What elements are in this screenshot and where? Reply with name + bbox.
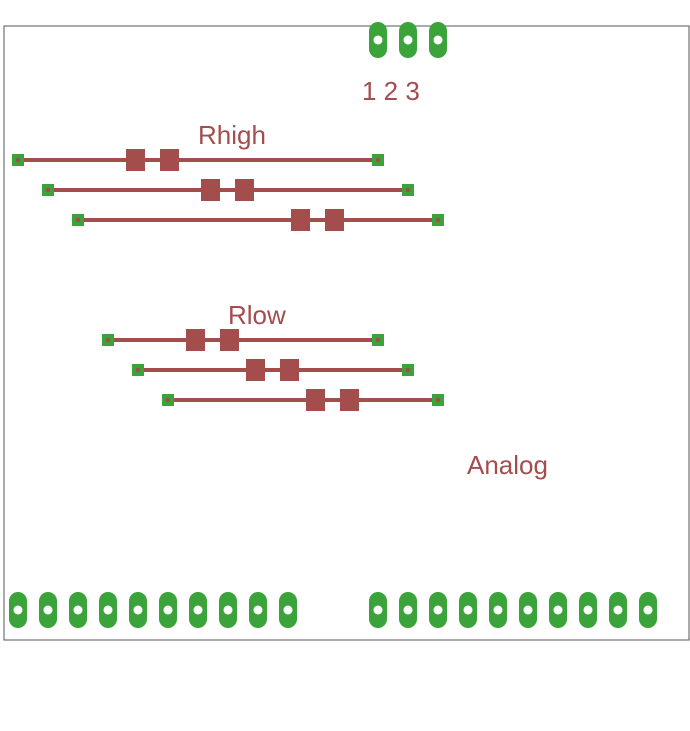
rlow-resistor-3	[168, 389, 438, 411]
bottom-right-pin-4-drill	[463, 605, 473, 615]
bottom-right-pin-3	[429, 592, 447, 628]
bottom-left-pin-5-drill	[133, 605, 143, 615]
rhigh-resistor-1-end-right	[372, 154, 384, 166]
rhigh-resistor-3-end-left-drill	[75, 217, 81, 223]
header-pin-1	[369, 22, 387, 58]
rlow-resistor-2-end-right	[402, 364, 414, 376]
header-pin-numbers: 1 2 3	[362, 76, 420, 106]
header-pin-3	[429, 22, 447, 58]
bottom-left-pin-8	[219, 592, 237, 628]
bottom-right-pin-10	[639, 592, 657, 628]
bottom-right-pin-2-drill	[403, 605, 413, 615]
bottom-left-pin-6-drill	[163, 605, 173, 615]
bottom-right-pin-8	[579, 592, 597, 628]
bottom-left-pin-10	[279, 592, 297, 628]
bottom-left-pin-7	[189, 592, 207, 628]
rhigh-resistor-3-end-left	[72, 214, 84, 226]
bottom-right-pin-9-drill	[613, 605, 623, 615]
header-pin-1-drill	[373, 35, 383, 45]
bottom-right-pin-4	[459, 592, 477, 628]
bottom-right-pin-1	[369, 592, 387, 628]
bottom-right-pin-8-drill	[583, 605, 593, 615]
bottom-left-pin-4-drill	[103, 605, 113, 615]
rlow-resistor-2-end-left-drill	[135, 367, 141, 373]
bottom-left-pin-2-drill	[43, 605, 53, 615]
rlow-resistor-1-smd-pad-left	[186, 329, 205, 351]
rhigh-resistor-3-smd-pad-left	[291, 209, 310, 231]
rhigh-resistor-1-end-left-drill	[15, 157, 21, 163]
rlow-resistor-3-smd-pad-right	[340, 389, 359, 411]
rhigh-resistor-3-end-right	[432, 214, 444, 226]
rhigh-resistor-2-end-right-drill	[405, 187, 411, 193]
rhigh-resistor-3	[78, 209, 438, 231]
rlow-resistor-3-end-right	[432, 394, 444, 406]
rhigh-resistor-1-smd-pad-left	[126, 149, 145, 171]
resistor-traces	[18, 149, 438, 411]
rhigh-resistor-2	[48, 179, 408, 201]
rlow-resistor-1-smd-pad-right	[220, 329, 239, 351]
bottom-left-pin-8-drill	[223, 605, 233, 615]
rhigh-resistor-2-end-left-drill	[45, 187, 51, 193]
bottom-left-pin-1	[9, 592, 27, 628]
rhigh-resistor-2-end-left	[42, 184, 54, 196]
rhigh-resistor-1	[18, 149, 378, 171]
rhigh-resistor-1-end-right-drill	[375, 157, 381, 163]
bottom-right-pin-3-drill	[433, 605, 443, 615]
rlow-label: Rlow	[228, 300, 286, 330]
rhigh-resistor-1-smd-pad-right	[160, 149, 179, 171]
rlow-resistor-3-smd-pad-left	[306, 389, 325, 411]
rlow-resistor-2-smd-pad-right	[280, 359, 299, 381]
rlow-resistor-1-end-left	[102, 334, 114, 346]
rlow-resistor-3-end-right-drill	[435, 397, 441, 403]
rlow-resistor-3-end-left-drill	[165, 397, 171, 403]
bottom-right-pin-6	[519, 592, 537, 628]
bottom-right-pin-1-drill	[373, 605, 383, 615]
rlow-resistor-2-end-right-drill	[405, 367, 411, 373]
rhigh-resistor-1-end-left	[12, 154, 24, 166]
bottom-right-pin-5-drill	[493, 605, 503, 615]
bottom-left-pin-6	[159, 592, 177, 628]
rlow-resistor-1-end-left-drill	[105, 337, 111, 343]
rlow-resistor-2-end-left	[132, 364, 144, 376]
bottom-left-pin-3	[69, 592, 87, 628]
rhigh-resistor-3-end-right-drill	[435, 217, 441, 223]
rhigh-label: Rhigh	[198, 120, 266, 150]
bottom-right-pin-9	[609, 592, 627, 628]
rlow-resistor-2	[138, 359, 408, 381]
bottom-left-pin-1-drill	[13, 605, 23, 615]
bottom-right-pin-10-drill	[643, 605, 653, 615]
bottom-left-pin-3-drill	[73, 605, 83, 615]
header-pin-3-drill	[433, 35, 443, 45]
board-outline	[3, 25, 690, 641]
rlow-resistor-1-end-right	[372, 334, 384, 346]
rlow-resistor-1	[108, 329, 378, 351]
rlow-resistor-2-smd-pad-left	[246, 359, 265, 381]
rhigh-resistor-2-smd-pad-left	[201, 179, 220, 201]
bottom-left-pin-4	[99, 592, 117, 628]
bottom-left-pin-2	[39, 592, 57, 628]
header-pin-2	[399, 22, 417, 58]
rhigh-resistor-2-smd-pad-right	[235, 179, 254, 201]
rlow-resistor-3-end-left	[162, 394, 174, 406]
bottom-left-pin-10-drill	[283, 605, 293, 615]
bottom-right-pin-7	[549, 592, 567, 628]
bottom-right-pin-7-drill	[553, 605, 563, 615]
bottom-right-pin-5	[489, 592, 507, 628]
bottom-right-pin-6-drill	[523, 605, 533, 615]
bottom-right-pin-2	[399, 592, 417, 628]
rlow-resistor-1-end-right-drill	[375, 337, 381, 343]
bottom-left-pin-9	[249, 592, 267, 628]
bottom-left-pin-9-drill	[253, 605, 263, 615]
rhigh-resistor-2-end-right	[402, 184, 414, 196]
rhigh-resistor-3-smd-pad-right	[325, 209, 344, 231]
pads-layer	[9, 22, 657, 628]
analog-label: Analog	[467, 450, 548, 480]
bottom-left-pin-7-drill	[193, 605, 203, 615]
bottom-left-pin-5	[129, 592, 147, 628]
header-pin-2-drill	[403, 35, 413, 45]
